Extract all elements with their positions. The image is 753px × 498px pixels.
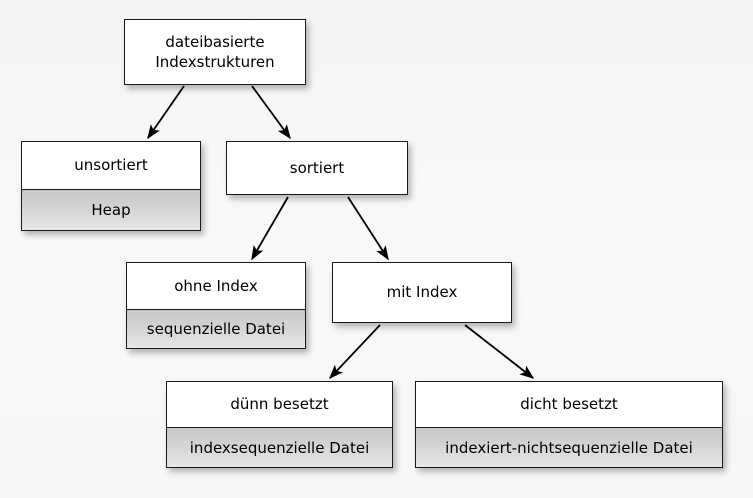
edge-root-to-unsortiert	[147, 85, 185, 140]
node-title-sortiert: sortiert	[227, 142, 407, 194]
node-title-mit-index: mit Index	[333, 263, 511, 322]
edge-mit-index-to-duenn	[329, 324, 381, 380]
node-root[interactable]: dateibasierte Indexstrukturen	[124, 19, 306, 85]
node-subtitle-unsortiert: Heap	[22, 189, 200, 230]
node-sortiert[interactable]: sortiert	[226, 141, 408, 195]
node-title-root: dateibasierte Indexstrukturen	[125, 20, 305, 84]
node-title-ohne-index: ohne Index	[127, 263, 305, 309]
edge-root-to-sortiert	[251, 85, 291, 140]
node-subtitle-duenn-besetzt: indexsequenzielle Datei	[167, 427, 392, 467]
edge-sortiert-to-ohne-index	[251, 196, 289, 261]
edge-sortiert-to-mit-index	[347, 196, 389, 261]
node-title-unsortiert: unsortiert	[22, 142, 200, 189]
node-title-duenn-besetzt: dünn besetzt	[167, 382, 392, 427]
node-title-dicht-besetzt: dicht besetzt	[416, 382, 722, 427]
edge-mit-index-to-dicht	[464, 324, 535, 379]
node-subtitle-dicht-besetzt: indexiert-nichtsequenzielle Datei	[416, 427, 722, 467]
node-mit-index[interactable]: mit Index	[332, 262, 512, 323]
node-subtitle-ohne-index: sequenzielle Datei	[127, 309, 305, 348]
